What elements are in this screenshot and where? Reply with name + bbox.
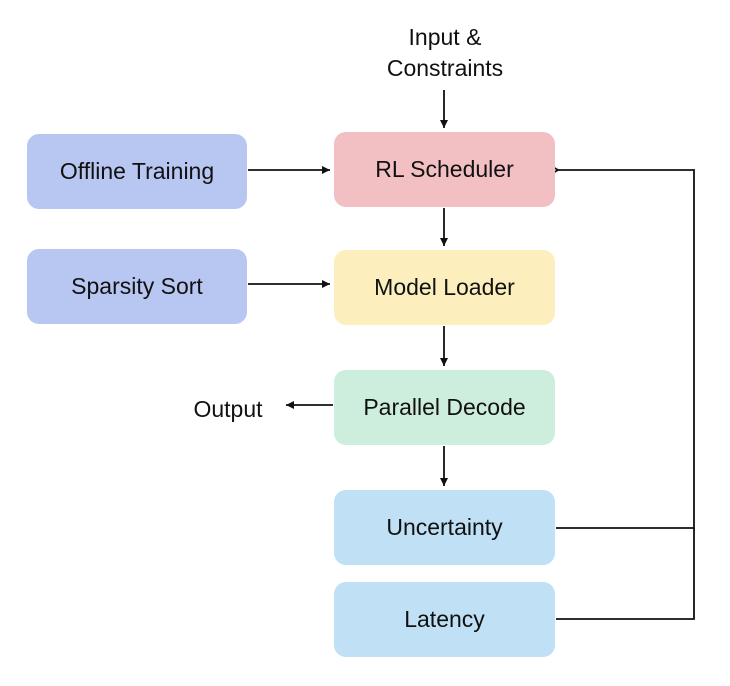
rl-scheduler-node: RL Scheduler xyxy=(334,132,555,207)
uncertainty-node: Uncertainty xyxy=(334,490,555,565)
parallel-decode-node: Parallel Decode xyxy=(334,370,555,445)
edge-uncertainty-to-rl-scheduler xyxy=(547,163,695,529)
input-label-line-2: Constraints xyxy=(386,55,504,81)
latency-node: Latency xyxy=(334,582,555,657)
offline-training-node: Offline Training xyxy=(27,134,247,209)
input-constraints-label: Input & Constraints xyxy=(360,22,530,84)
model-loader-node: Model Loader xyxy=(334,250,555,325)
input-label-line-1: Input & xyxy=(408,24,482,50)
sparsity-sort-node: Sparsity Sort xyxy=(27,249,247,324)
output-label: Output xyxy=(193,396,263,422)
edge-latency-to-rl-scheduler xyxy=(556,528,695,620)
